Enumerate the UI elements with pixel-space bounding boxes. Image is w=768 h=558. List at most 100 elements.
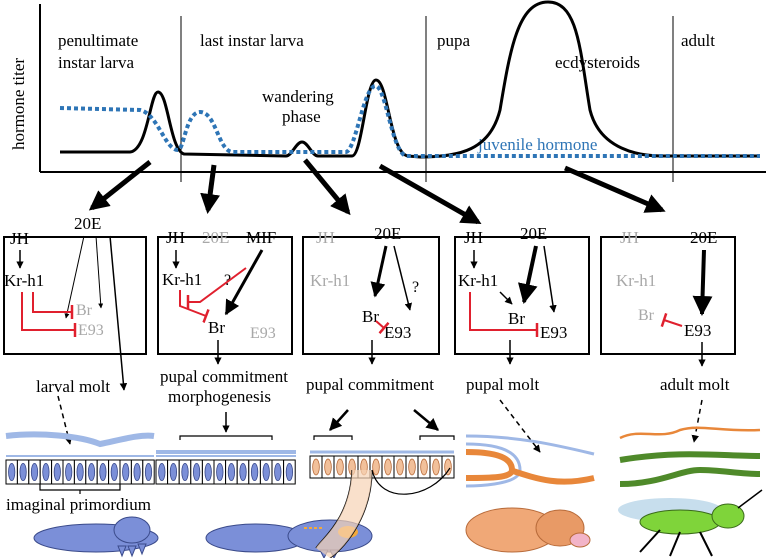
cell-nucleus [384,458,392,476]
panel-5-jh: JH [620,228,639,247]
tissue-pupal-molt [465,399,595,553]
cell-nucleus [30,462,39,482]
cell-nucleus [76,462,84,482]
panel-4-jh: JH [464,228,483,247]
transition-arrow-1 [88,160,152,211]
regulation-panel-1: JH 20E Kr-h1 Br E93 larval molt [3,214,147,396]
panel-3-20e: 20E [374,224,401,243]
ecdysteroids-label: ecdysteroids [555,53,640,72]
tissue-epidermis-folding [309,409,455,558]
panel-2-mif: MIF [246,228,276,247]
cell-nucleus [122,462,130,482]
cell-nucleus [53,462,61,482]
cell-nucleus [396,458,404,476]
transition-arrow-4 [378,163,482,225]
panel-5-kr-h1: Kr-h1 [616,271,656,290]
cell-nucleus [8,462,16,482]
transition-arrow-5 [564,165,666,213]
panel-5-outcome: adult molt [660,375,730,394]
stage-label-instar-larva: instar larva [58,53,134,72]
cell-nucleus [432,458,440,476]
panel-3-outcome: pupal commitment [306,375,434,394]
panel-5-br: Br [638,307,655,324]
regulation-panel-3: JH 20E Kr-h1 ? Br E93 pupal commitment [302,224,440,394]
regulation-panel-4: JH 20E Kr-h1 Br E93 pupal molt [454,224,590,394]
cell-nucleus [87,462,96,482]
cell-nucleus [444,458,452,476]
imaginal-primordium-label: imaginal primordium [6,495,151,514]
cell-nucleus [262,462,270,482]
cell-nucleus [19,462,27,482]
pupa-illustration [465,507,591,553]
panel-3-kr-h1: Kr-h1 [310,271,350,290]
panel-2-box [157,236,293,355]
panel-3-box [302,236,440,355]
cell-nucleus [110,462,118,482]
epidermal-cell-row-3 [309,455,455,479]
panel-5-e93: E93 [684,321,711,340]
cell-nucleus [216,462,224,482]
stage-transition-arrows [88,158,666,225]
cell-nucleus [274,462,282,482]
cell-nucleus [420,458,428,476]
wandering-label-line2: phase [282,107,321,126]
panel-1-kr-h1: Kr-h1 [4,271,44,290]
cell-nucleus [250,462,259,482]
panel-2-outcome-line2: morphogenesis [168,387,271,406]
epidermal-cell-row-1 [5,459,155,485]
pupal-epidermis-fold [465,434,595,488]
cell-nucleus [169,462,178,482]
panel-1-box [3,236,147,355]
cell-nucleus [227,462,236,482]
adult-epidermis-fold [619,451,761,487]
cell-nucleus [192,462,201,482]
cell-nucleus [133,462,141,482]
larva-illustration [33,516,159,558]
cell-nucleus [312,458,320,476]
regulation-panel-5: JH 20E Kr-h1 Br E93 adult molt [600,228,736,394]
juvenile-hormone-titer-curve [59,84,760,158]
cell-nucleus [408,458,416,476]
panel-3-e93: E93 [384,323,411,342]
panel-1-jh: JH [10,229,29,248]
panel-3-jh: JH [316,228,335,247]
tissue-pupal-commitment [155,412,373,558]
cell-nucleus [181,462,189,482]
panel-1-outcome: larval molt [36,377,110,396]
panel-4-box [454,236,590,355]
cell-nucleus [65,462,73,482]
cell-nucleus [372,458,380,476]
stage-label-pupa: pupa [437,31,471,50]
juvenile-hormone-label: juvenile hormone [477,135,597,154]
wandering-label-line1: wandering [262,87,334,106]
cell-nucleus [285,462,294,482]
panel-4-kr-h1: Kr-h1 [458,271,498,290]
panel-2-e93: E93 [250,325,276,342]
panel-2-kr-h1: Kr-h1 [162,270,202,289]
cell-nucleus [324,458,332,476]
transition-arrow-2 [200,164,221,214]
cell-nucleus [158,462,166,482]
cell-nucleus [336,458,344,476]
cell-nucleus [99,462,107,482]
cell-nucleus [239,462,247,482]
tissue-larval-epidermis: imaginal primordium [5,395,159,558]
regulation-panel-2: JH 20E MIF Kr-h1 ? Br E93 pupal commitme… [157,228,293,406]
panel-4-20e: 20E [520,224,547,243]
old-cuticle [5,431,155,448]
panel-2-outcome-line1: pupal commitment [160,367,288,386]
y-axis-label: hormone titer [9,58,28,150]
adult-insect-illustration [618,489,763,557]
epidermal-cell-row-2 [155,459,296,485]
stage-label-last-instar: last instar larva [200,31,304,50]
panel-1-20e: 20E [74,214,101,233]
panel-3-br: Br [362,307,379,326]
ecdysteroid-titer-curve [60,0,760,159]
cell-nucleus [204,462,212,482]
stage-label-penultimate: penultimate [58,31,138,50]
cell-nucleus [144,462,153,482]
stage-label-adult: adult [681,31,715,50]
panel-2-br: Br [208,318,225,337]
panel-5-box [600,236,736,355]
